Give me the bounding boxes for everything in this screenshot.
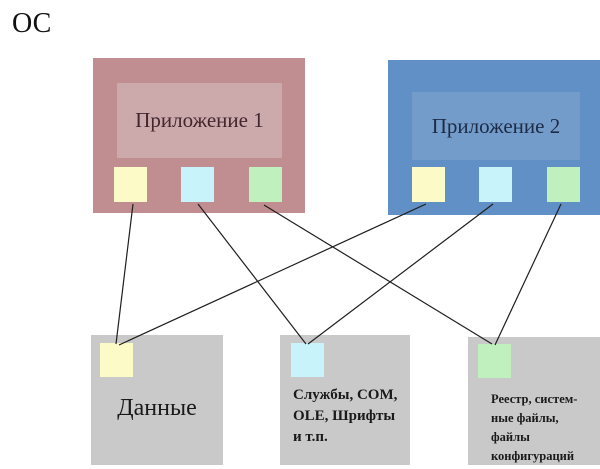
- services-chip: [291, 343, 324, 377]
- resource-registry-line-2: ные файлы, файлы: [491, 411, 559, 444]
- application-2-services-port: [479, 167, 512, 202]
- resource-registry-line-1: Реестр, систем-: [491, 392, 578, 406]
- application-1-registry-port: [249, 167, 282, 202]
- connection-line-app1-port-registry-to-resource-registry: [263, 204, 493, 345]
- resource-services-box: Службы, COM, OLE, Шрифты и т.п.: [280, 335, 410, 465]
- resource-registry-line-3: конфигураций: [491, 449, 575, 463]
- application-2-registry-port: [547, 167, 580, 202]
- resource-data-label: Данные: [117, 395, 197, 421]
- application-2-data-port: [412, 167, 445, 202]
- resource-data-box: Данные: [91, 335, 223, 465]
- os-label: ОС: [12, 8, 52, 39]
- resource-registry-label: Реестр, систем- ные файлы, файлы конфигу…: [491, 390, 600, 466]
- application-2-title: Приложение 2: [412, 92, 580, 160]
- resource-services-line-2: OLE, Шрифты: [293, 408, 396, 424]
- connection-line-app2-port-registry-to-resource-registry: [494, 203, 562, 346]
- registry-chip: [478, 344, 511, 378]
- connection-line-app1-port-data-to-resource-data: [115, 203, 134, 345]
- application-1-data-port: [114, 167, 147, 202]
- connection-line-app2-port-services-to-resource-services: [307, 203, 494, 345]
- application-1-services-port: [181, 167, 214, 202]
- data-chip: [100, 343, 133, 377]
- resource-services-label: Службы, COM, OLE, Шрифты и т.п.: [293, 385, 397, 448]
- application-2-box: Приложение 2: [388, 60, 600, 215]
- resource-services-line-3: и т.п.: [293, 429, 328, 445]
- connection-line-app1-port-services-to-resource-services: [197, 203, 307, 345]
- resource-services-line-1: Службы, COM,: [293, 387, 398, 403]
- connection-line-app2-port-data-to-resource-data: [118, 203, 427, 346]
- resource-registry-box: Реестр, систем- ные файлы, файлы конфигу…: [468, 337, 600, 465]
- application-1-title: Приложение 1: [117, 83, 282, 158]
- application-1-box: Приложение 1: [93, 58, 305, 213]
